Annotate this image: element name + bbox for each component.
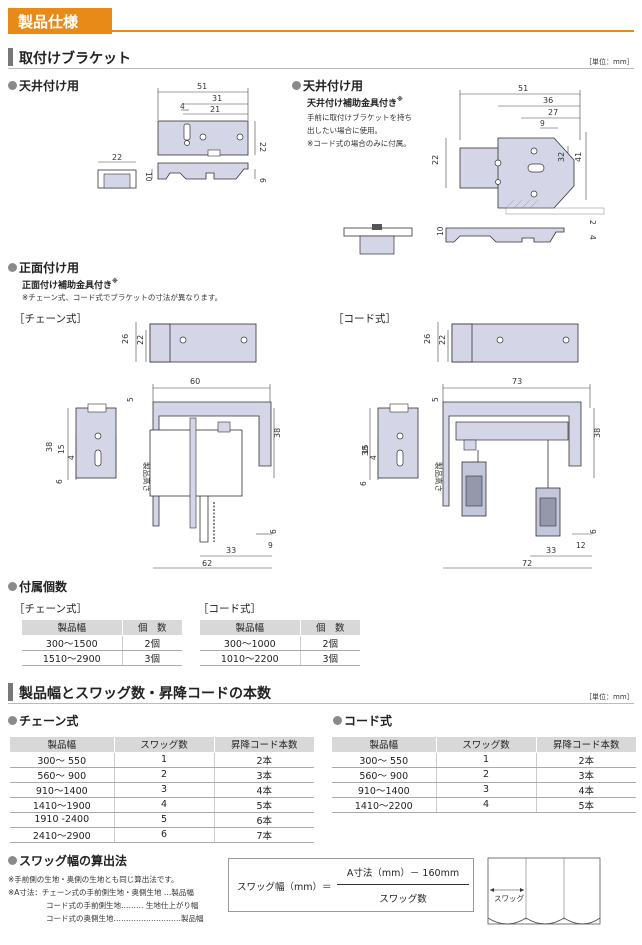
- product-height-label-chain: 製品高さ: [142, 462, 152, 492]
- cord-front-bracket-drawing: 73 26 22 5 38 38 15 4 6 6 12 33 72 製品高さ: [360, 322, 602, 569]
- dim-5b: 5: [431, 397, 440, 402]
- front-mount-label: 正面付け用: [8, 259, 79, 276]
- swag-cord-label: コード式: [333, 712, 392, 729]
- dim-38b: 38: [273, 428, 282, 438]
- dim-9: 9: [540, 119, 545, 128]
- product-height-label-cord: 製品高さ: [434, 462, 444, 492]
- dim-9b: 9: [268, 541, 273, 550]
- dim-15b: 15: [361, 444, 370, 454]
- dim-27: 27: [548, 108, 558, 117]
- swag-chain-label: チェーン式: [8, 712, 78, 729]
- acc-chain-title: ［チェーン式］: [14, 603, 87, 615]
- dim-2: 2: [588, 220, 597, 225]
- ceiling-mount-aux-label: 天井付け用: [292, 77, 363, 94]
- dim-22c: 22: [431, 155, 440, 165]
- dim-6b: 6: [269, 529, 278, 534]
- unit-label: ［単位：mm］: [585, 58, 634, 66]
- dim-22d: 22: [136, 335, 145, 345]
- dim-62: 62: [202, 559, 212, 568]
- dim-12: 12: [576, 541, 586, 550]
- page-title-bar: 製品仕様: [8, 8, 634, 34]
- dim-73: 73: [512, 377, 522, 386]
- ceiling-aux-sub: 天井付け補助金具付き※: [307, 96, 403, 109]
- ceiling-bracket-drawing: 51 31 4 21 22 22 10 6: [97, 82, 267, 189]
- dim-38a: 38: [45, 442, 54, 452]
- ceiling-aux-notes: 手前に取付けブラケットを持ち 出したい場合に使用。 ※コード式の場合のみに付属。: [307, 113, 412, 148]
- dim-31: 31: [212, 94, 222, 103]
- formula-divider: [337, 884, 469, 885]
- dim-38c: 38: [361, 446, 370, 456]
- dim-4c: 4: [67, 455, 76, 460]
- section-heading-bracket: 取付けブラケット: [8, 48, 634, 69]
- ceiling-mount-label: 天井付け用: [8, 77, 79, 94]
- dim-22e: 22: [438, 335, 447, 345]
- dim-38d: 38: [593, 428, 602, 438]
- dim-6c: 6: [360, 481, 368, 486]
- dim-60: 60: [190, 377, 200, 386]
- dim-5: 5: [126, 397, 135, 402]
- dim-4b: 4: [588, 235, 597, 240]
- formula-box: スワッグ幅（mm）＝ A寸法（mm）－ 160mm スワッグ数: [228, 858, 474, 912]
- front-aux-sub: 正面付け補助金具付き※: [22, 278, 118, 291]
- dim-33b: 33: [546, 546, 556, 555]
- dim-26b: 26: [423, 334, 432, 344]
- dim-22-side: 22: [112, 153, 122, 162]
- dim-10: 10: [144, 172, 153, 182]
- chain-front-bracket-drawing: 60 26 22 5 38 38 15 4 6 6 9 33 62 製品高さ: [45, 322, 282, 569]
- front-note: ※チェーン式、コード式でブラケットの寸法が異なります。: [22, 293, 223, 302]
- dim-72: 72: [522, 559, 532, 568]
- dim-26: 26: [121, 334, 130, 344]
- acc-cord-title: ［コード式］: [198, 603, 261, 615]
- dim-6: 6: [258, 178, 267, 183]
- dim-41: 41: [574, 152, 583, 162]
- ceiling-aux-bracket-drawing: 51 36 27 9 22 32 41 2 10 4: [343, 84, 605, 255]
- dim-4d: 4: [369, 455, 378, 460]
- dim-22-top: 22: [258, 142, 267, 152]
- dim-51: 51: [197, 82, 207, 91]
- dim-33a: 33: [226, 546, 236, 555]
- dim-36: 36: [543, 96, 553, 105]
- dim-15: 15: [57, 444, 66, 454]
- formula-label: スワッグ幅の算出法: [8, 852, 127, 869]
- dim-10b: 10: [436, 226, 445, 236]
- dim-4: 4: [180, 102, 185, 111]
- formula-numerator: A寸法（mm）－ 160mm: [346, 868, 460, 879]
- cord-type-label: ［コード式］: [333, 313, 396, 325]
- dim-6a: 6: [55, 479, 64, 484]
- swag-diagram: スワッグ: [487, 857, 601, 925]
- formula-notes: ※手前側の生地・奥側の生地とも同じ算出法です。 ※A寸法：チェーン式の手前側生地…: [8, 875, 204, 923]
- dim-6d: 6: [589, 529, 598, 534]
- swag-width-label: スワッグ: [494, 893, 524, 903]
- accessories-label: 付属個数: [8, 578, 67, 595]
- unit-label-2: ［単位：mm］: [585, 693, 634, 701]
- dim-51b: 51: [518, 84, 528, 93]
- page-title: 製品仕様: [18, 13, 79, 31]
- formula-denominator: スワッグ数: [379, 894, 427, 905]
- chain-type-label: ［チェーン式］: [14, 313, 87, 325]
- dim-32: 32: [557, 152, 566, 162]
- formula-lhs: スワッグ幅（mm）＝: [237, 882, 332, 893]
- section-heading-swag: 製品幅とスワッグ数・昇降コードの本数: [8, 683, 634, 704]
- dim-21: 21: [210, 105, 220, 114]
